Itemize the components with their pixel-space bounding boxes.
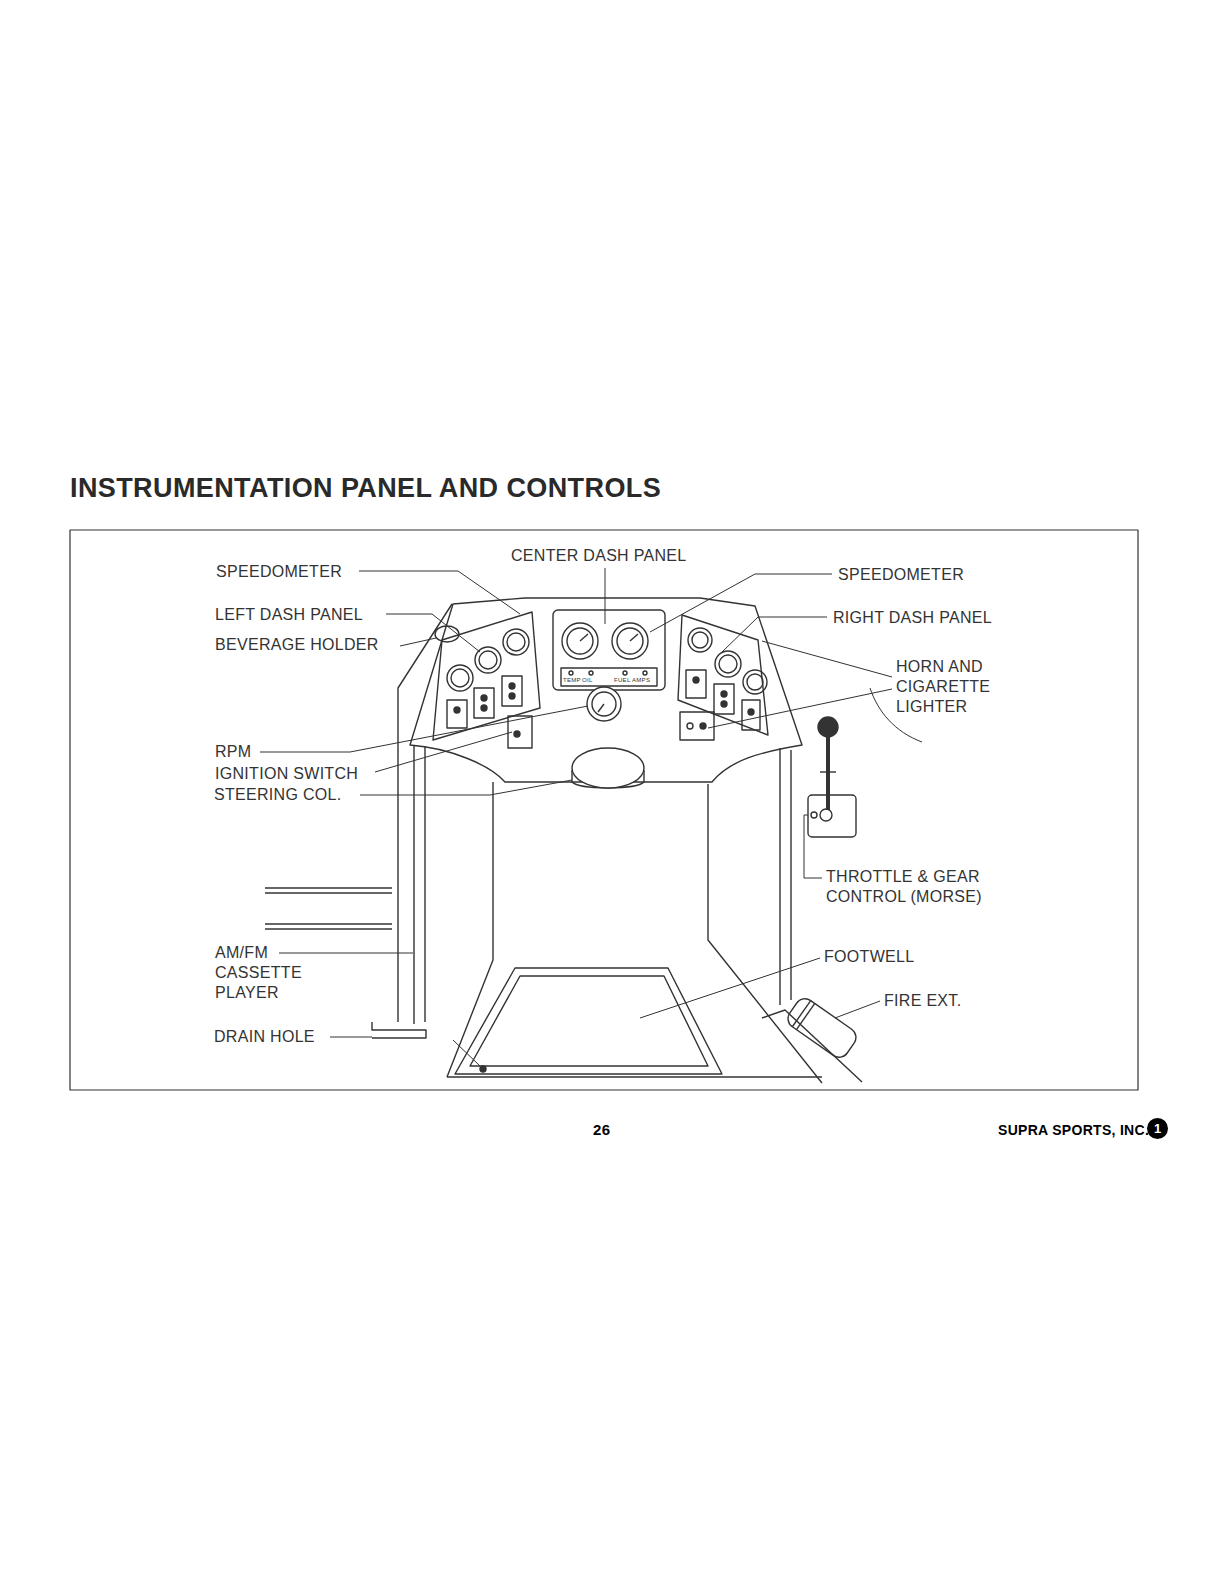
part-label: RIGHT DASH PANEL: [833, 608, 992, 628]
part-label: IGNITION SWITCH: [215, 764, 358, 784]
gauge-label: OIL: [582, 677, 593, 684]
part-label: CENTER DASH PANEL: [511, 546, 687, 566]
part-label: DRAIN HOLE: [214, 1027, 315, 1047]
part-label: STEERING COL.: [214, 785, 341, 805]
gauge-label: AMPS: [632, 677, 650, 684]
part-label: RPM: [215, 742, 251, 762]
part-label: LEFT DASH PANEL: [215, 605, 363, 625]
part-label: FIRE EXT.: [884, 991, 961, 1011]
part-label: AM/FM CASSETTE PLAYER: [215, 943, 310, 1003]
footer-text: 26: [593, 1120, 610, 1140]
part-label: HORN AND CIGARETTE LIGHTER: [896, 657, 1006, 717]
part-label: BEVERAGE HOLDER: [215, 635, 379, 655]
part-label: SPEEDOMETER: [838, 565, 964, 585]
gauge-label: FUEL: [614, 677, 631, 684]
page-marker-circle: 1: [1147, 1118, 1168, 1139]
gauge-label: TEMP: [563, 677, 581, 684]
part-label: THROTTLE & GEAR CONTROL (MORSE): [826, 867, 1011, 907]
part-label: SPEEDOMETER: [216, 562, 342, 582]
part-label: FOOTWELL: [824, 947, 914, 967]
footer-text: SUPRA SPORTS, INC.: [998, 1120, 1149, 1140]
page-title: INSTRUMENTATION PANEL AND CONTROLS: [70, 473, 661, 504]
page-marker-number: 1: [1154, 1121, 1161, 1136]
